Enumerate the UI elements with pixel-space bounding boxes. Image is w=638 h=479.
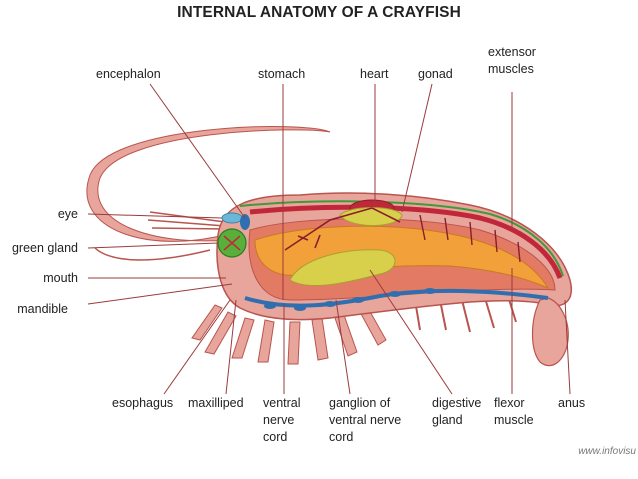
label-flexor-line2: muscle (494, 413, 534, 427)
label-ventral-line3: cord (263, 430, 288, 444)
label-ventral-nerve-cord: ventral nerve cord (263, 395, 301, 446)
label-eye: eye (57, 207, 78, 221)
label-gonad: gonad (418, 67, 453, 81)
watermark: www.infovisu (578, 446, 636, 457)
label-ventral-line2: nerve (263, 413, 295, 427)
label-digestive-gland: digestive gland (432, 395, 481, 429)
label-mandible: mandible (17, 302, 68, 316)
ventral-nerve-cord (244, 288, 549, 308)
antenna (86, 126, 331, 242)
label-extensor-line1: extensor (488, 45, 536, 59)
label-green-gland: green gland (11, 241, 78, 255)
label-mouth: mouth (43, 271, 78, 285)
label-ventral-line1: ventral (263, 396, 301, 410)
leader-lines (87, 83, 571, 395)
label-digestive-line1: digestive (432, 396, 482, 410)
label-esophagus: esophagus (112, 396, 174, 410)
label-heart: heart (360, 67, 389, 81)
label-ganglion-line3: cord (329, 430, 354, 444)
label-extensor-muscles: extensor muscles (488, 44, 536, 78)
label-encephalon: encephalon (96, 67, 161, 81)
extensor-muscle (249, 204, 563, 279)
digestive-gland (289, 249, 396, 287)
eye-organ (221, 212, 243, 224)
label-flexor-line1: flexor (494, 396, 525, 410)
encephalon-organ (240, 214, 250, 230)
label-maxilliped: maxilliped (188, 396, 244, 410)
label-digestive-line2: gland (432, 413, 463, 427)
label-extensor-line2: muscles (488, 62, 534, 76)
label-ganglion-line1: ganglion of (329, 396, 391, 410)
label-ganglion-line2: ventral nerve (329, 413, 402, 427)
label-flexor-muscle: flexor muscle (494, 395, 534, 429)
label-ganglion: ganglion of ventral nerve cord (329, 395, 401, 446)
diagram-title: INTERNAL ANATOMY OF A CRAYFISH (177, 4, 461, 21)
walking-legs (191, 304, 387, 365)
tail-fan (531, 297, 569, 367)
label-anus: anus (558, 396, 586, 410)
label-stomach: stomach (258, 67, 306, 81)
